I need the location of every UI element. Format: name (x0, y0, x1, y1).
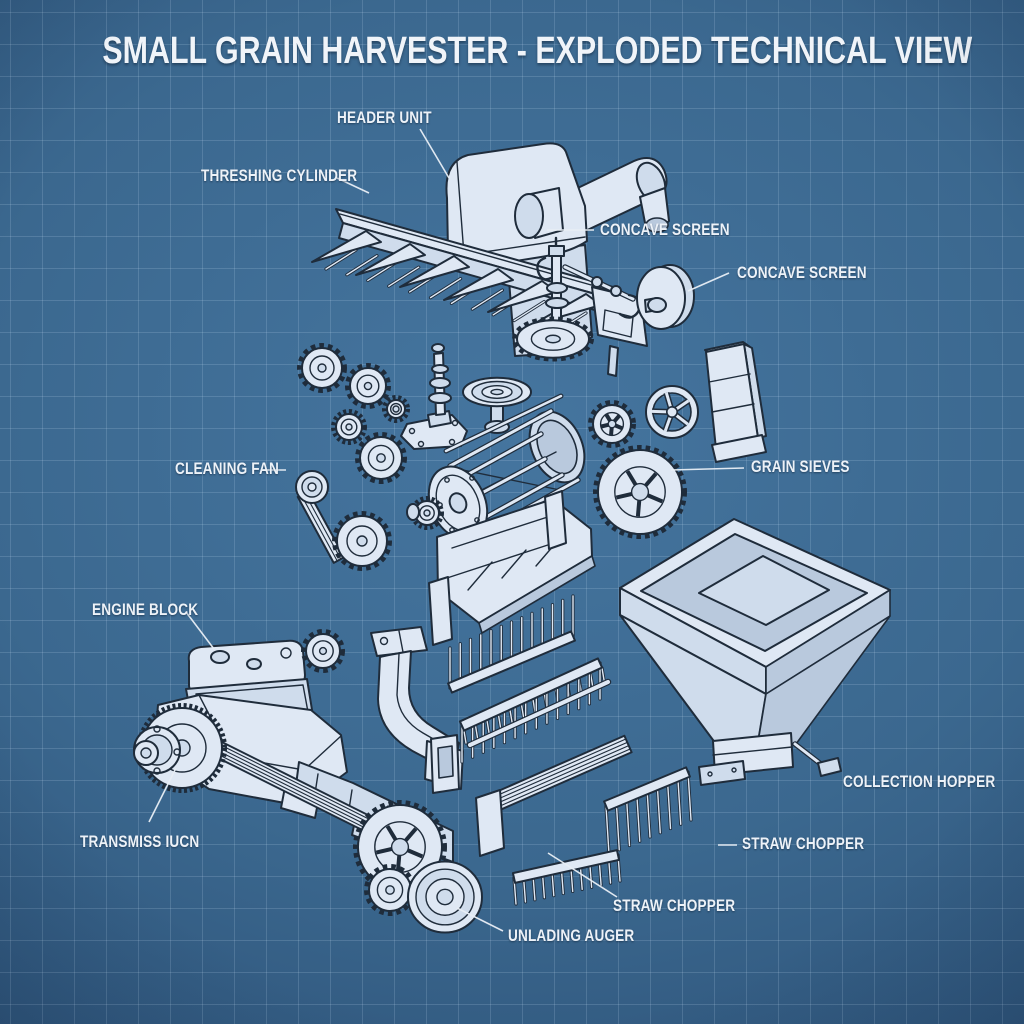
rotor-bar (447, 408, 554, 469)
leader-threshing-cylinder (336, 177, 370, 194)
gear (382, 395, 410, 423)
leader-header-unit (419, 128, 450, 179)
gear (332, 511, 392, 571)
gear (297, 343, 347, 393)
label-transmission: TRANSMISS IUCN (80, 832, 200, 851)
unloading-auger-pulley (407, 860, 483, 934)
label-engine-block: ENGINE BLOCK (92, 600, 199, 619)
drive-sprocket (588, 400, 636, 448)
label-cleaning-fan: CLEANING FAN (175, 459, 279, 478)
engine-transmission-drawing (133, 639, 483, 934)
sieve-chute-drawing (704, 341, 767, 463)
chopper-comb-bottom (511, 849, 622, 906)
straw-chopper-bars-drawing (475, 734, 693, 906)
engine-front-pulley (133, 740, 159, 766)
label-straw-chopper-right: STRAW CHOPPER (742, 834, 865, 853)
ring-gear (512, 316, 594, 362)
label-concave-screen-lower: CONCAVE SCREEN (737, 263, 867, 282)
label-threshing-cylinder: THRESHING CYLINDER (201, 166, 358, 185)
comb-lower-beam (466, 678, 612, 749)
chopper-rail (477, 734, 633, 818)
page-title: SMALL GRAIN HARVESTER - EXPLODED TECHNIC… (102, 30, 973, 72)
comb-bar-pins-down (458, 657, 604, 764)
chopper-comb-right (603, 766, 693, 856)
label-unloading-auger: UNLADING AUGER (508, 926, 635, 945)
leader-lines (148, 128, 745, 932)
crown-pulley (462, 376, 532, 408)
grain-sieve-sprocket (593, 445, 687, 539)
label-header-unit: HEADER UNIT (337, 108, 432, 127)
concave-disc-drawing (636, 264, 695, 330)
straw-walker-combs-drawing (430, 594, 612, 794)
gear (331, 409, 367, 445)
auger-trough-drawing (428, 490, 596, 646)
label-straw-chopper-bottom: STRAW CHOPPER (613, 896, 736, 915)
label-concave-screen-upper: CONCAVE SCREEN (600, 220, 730, 239)
label-grain-sieves: GRAIN SIEVES (751, 457, 850, 476)
five-spoke-wheel (645, 385, 699, 439)
leader-grain-sieves (670, 467, 745, 471)
collection-hopper-drawing (619, 518, 891, 786)
transmission-gear-small (364, 864, 416, 916)
leader-concave-screen-lower (687, 272, 730, 292)
leader-unloading-auger (456, 907, 504, 932)
fan-pulley (295, 470, 329, 504)
gear-cluster-drawing (295, 343, 410, 571)
leader-transmission (148, 767, 177, 823)
comb-bar-pins-up (447, 594, 576, 694)
gear (345, 363, 391, 409)
leader-engine-block (185, 611, 215, 650)
gear (355, 432, 407, 484)
label-collection-hopper: COLLECTION HOPPER (843, 772, 996, 791)
rotor-cage-drawing (406, 393, 586, 541)
idler-gear (301, 629, 345, 673)
leader-straw-chopper-bottom (547, 852, 618, 898)
rotor-rail (443, 393, 564, 454)
valve-pedestal-drawing (400, 343, 532, 450)
